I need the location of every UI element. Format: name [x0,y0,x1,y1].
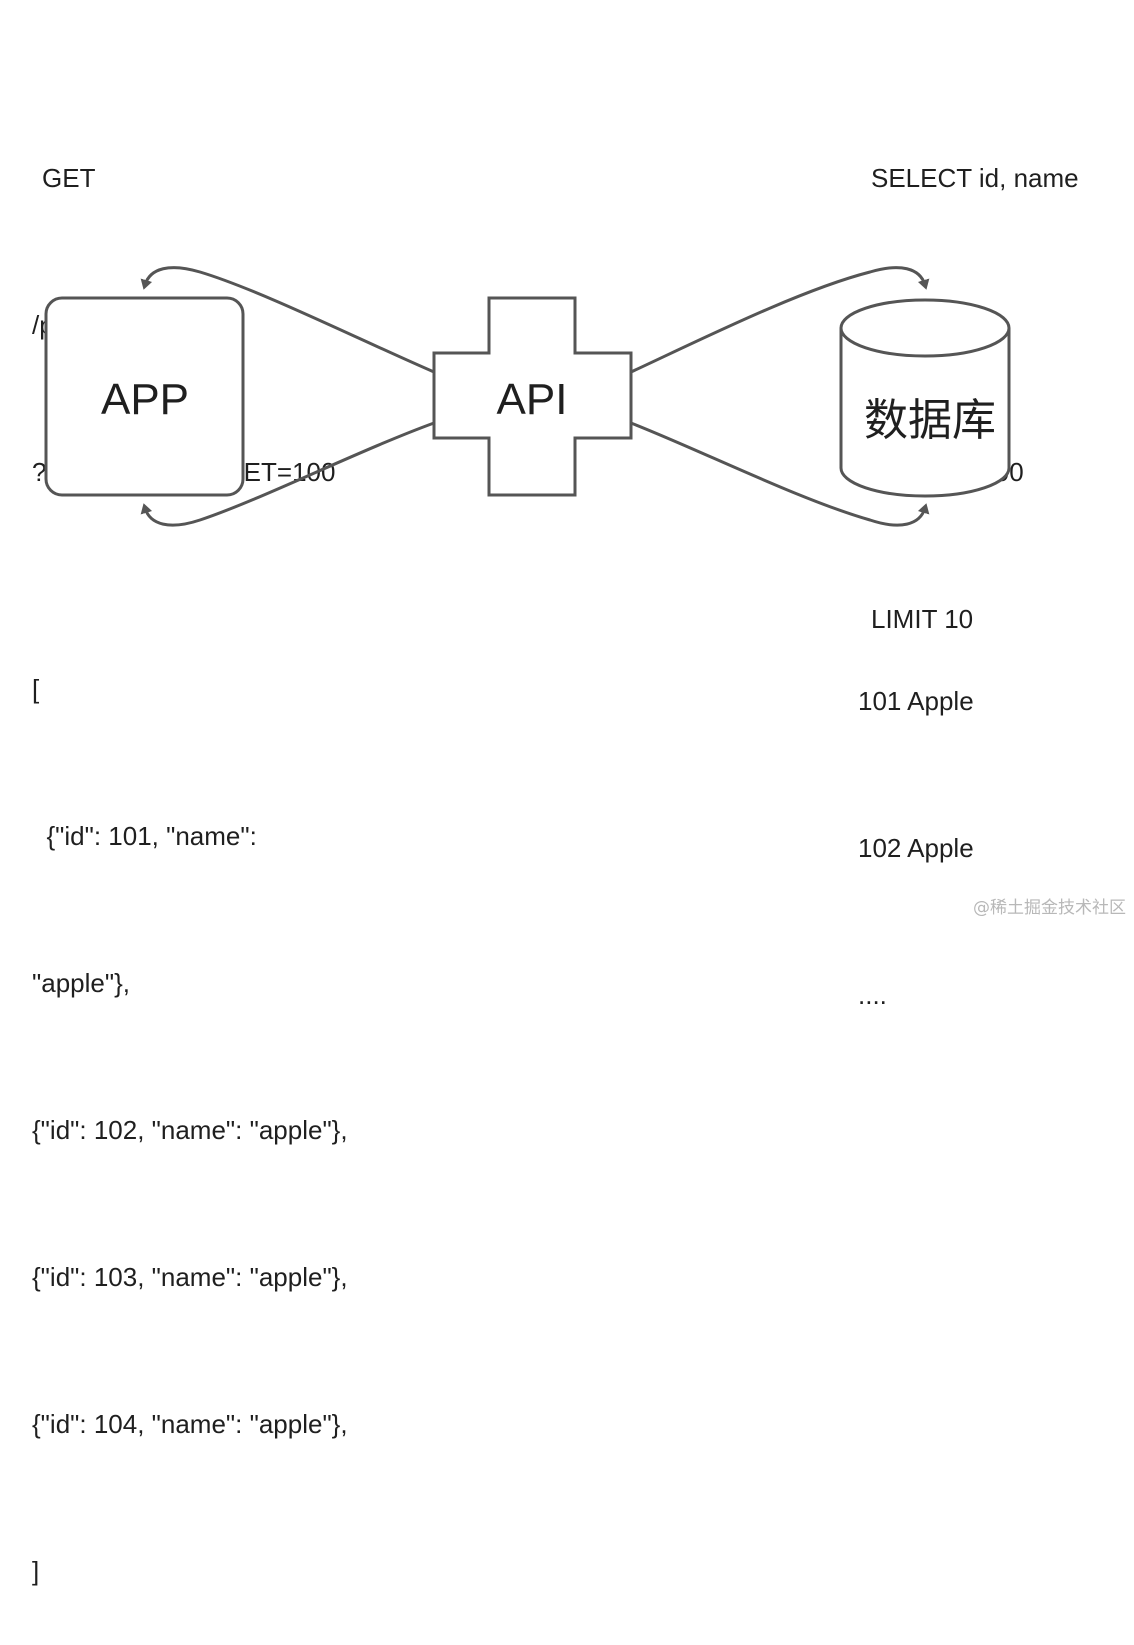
result-row: 101 Apple [858,686,974,716]
response-arrow-to-app [140,421,435,527]
json-line: {"id": 104, "name": "apple"}, [32,1409,348,1439]
app-node [44,296,245,497]
flow-diagram: APP API 数据库 [44,266,1011,527]
database-label: 数据库 [864,395,996,446]
api-label: API [497,375,568,424]
sql-line: LIMIT 10 [871,604,974,634]
watermark: @稀土掘金技术社区 [973,898,1126,918]
request-arrow-to-app [140,266,435,374]
json-response-text: [ {"id": 101, "name": "apple"}, {"id": 1… [32,567,348,1645]
json-line: {"id": 103, "name": "apple"}, [32,1262,348,1292]
api-node [432,296,633,497]
db-result-text: 101 Apple 102 Apple .... [858,579,974,1069]
database-node [839,298,1011,498]
json-line: [ [32,674,40,704]
json-line: ] [32,1556,40,1586]
app-label: APP [101,375,189,424]
json-line: {"id": 101, "name": [32,821,257,851]
query-arrow-to-database [630,266,930,374]
json-line: {"id": 102, "name": "apple"}, [32,1115,348,1145]
sql-line: SELECT id, name [871,163,1079,193]
result-row: .... [858,980,887,1010]
request-method: GET [42,163,96,193]
json-line: "apple"}, [32,968,130,998]
result-arrow-to-database [630,421,930,527]
result-row: 102 Apple [858,833,974,863]
